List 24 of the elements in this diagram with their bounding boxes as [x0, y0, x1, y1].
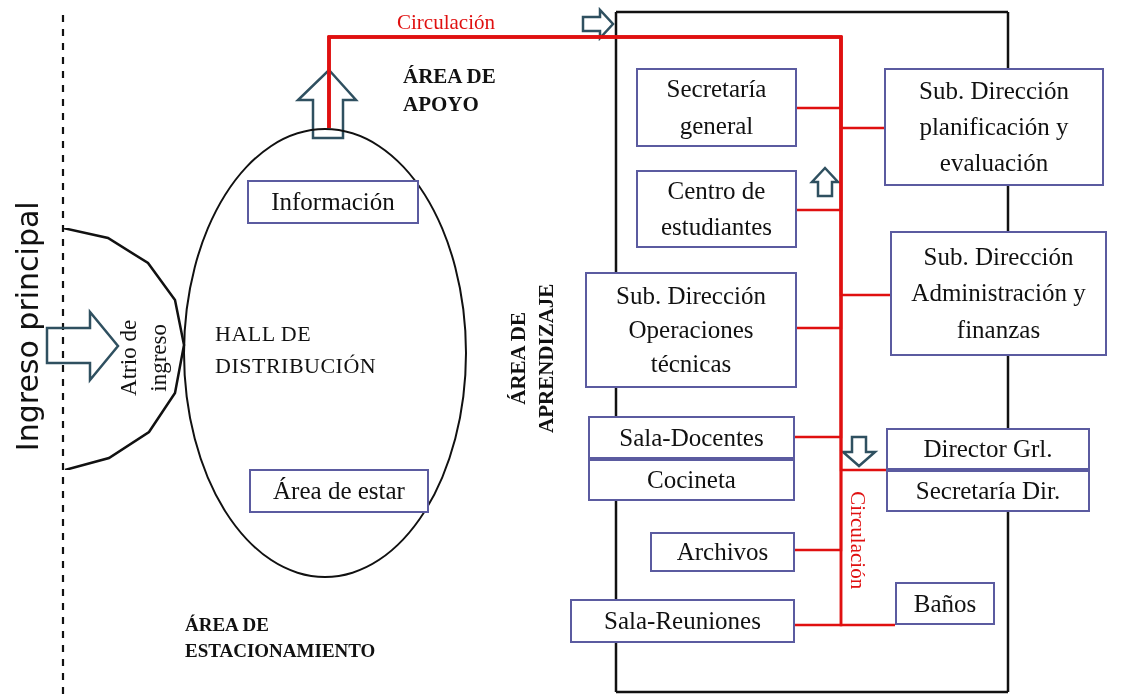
room-box: Información [247, 180, 419, 224]
room-box: Sala-Reuniones [570, 599, 795, 643]
room-box: Archivos [650, 532, 795, 572]
hall-ellipse [183, 128, 467, 578]
circulation-label: Circulación [397, 9, 495, 36]
room-box: Secretaría general [636, 68, 797, 147]
room-box: Sala-Docentes [588, 416, 795, 459]
room-box: Centro de estudiantes [636, 170, 797, 248]
atrium-outline [63, 228, 186, 470]
room-box: Cocineta [588, 459, 795, 501]
hall-label: HALL DE DISTRIBUCIÓN [215, 320, 378, 380]
room-box: Secretaría Dir. [886, 470, 1090, 512]
entrance-label: Ingreso principal [8, 200, 46, 454]
room-box: Área de estar [249, 469, 429, 513]
area-label: ÁREA DE APRENDIZAJE [504, 282, 559, 436]
circulation-label: Circulación [845, 490, 872, 592]
area-label: ÁREA DE APOYO [403, 63, 497, 119]
room-box: Sub. Dirección planificación y evaluación [884, 68, 1104, 186]
atrium-label: Atrio de ingreso [115, 318, 172, 398]
room-box: Sub. Dirección Administración y finanzas [890, 231, 1107, 356]
room-box: Sub. Dirección Operaciones técnicas [585, 272, 797, 388]
area-label: ÁREA DE ESTACIONAMIENTO [185, 613, 377, 663]
room-box: Director Grl. [886, 428, 1090, 470]
room-box: Baños [895, 582, 995, 625]
